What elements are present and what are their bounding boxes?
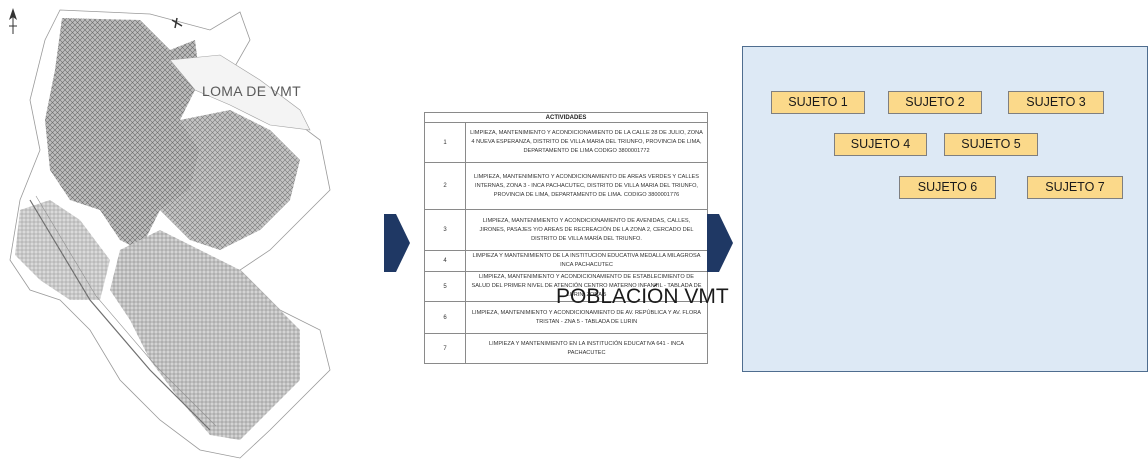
row-text: LIMPIEZA Y MANTENIMIENTO EN LA INSTITUCI… xyxy=(465,333,708,364)
row-text: LIMPIEZA, MANTENIMIENTO Y ACONDICIONAMIE… xyxy=(465,162,708,210)
table-row: 5 LIMPIEZA, MANTENIMIENTO Y ACONDICIONAM… xyxy=(424,271,708,302)
subject-3: SUJETO 3 xyxy=(1008,91,1104,114)
subject-4: SUJETO 4 xyxy=(834,133,927,156)
table-row: 6 LIMPIEZA, MANTENIMIENTO Y ACONDICIONAM… xyxy=(424,301,708,334)
highway xyxy=(29,199,211,431)
subject-1: SUJETO 1 xyxy=(771,91,865,114)
row-text: LIMPIEZA Y MANTENIMIENTO DE LA INSTITUCI… xyxy=(465,250,708,272)
row-number: 2 xyxy=(424,162,466,210)
population-label: POBLACIÓN VMT xyxy=(556,285,729,308)
table-header: ACTIVIDADES xyxy=(424,112,708,123)
urban-area-center xyxy=(160,110,300,250)
subject-5: SUJETO 5 xyxy=(944,133,1038,156)
activities-table: ACTIVIDADES 1 LIMPIEZA, MANTENIMIENTO Y … xyxy=(424,112,708,364)
row-number: 1 xyxy=(424,122,466,163)
loma-outline xyxy=(169,54,311,131)
table-row: 7 LIMPIEZA Y MANTENIMIENTO EN LA INSTITU… xyxy=(424,333,708,364)
map-title: LOMA DE VMT xyxy=(202,83,301,99)
right-arrow-icon xyxy=(384,214,410,272)
urban-area-southwest xyxy=(15,200,110,300)
table-header-row: ACTIVIDADES xyxy=(424,112,708,123)
table-row: 3 LIMPIEZA, MANTENIMIENTO Y ACONDICIONAM… xyxy=(424,209,708,251)
subject-7: SUJETO 7 xyxy=(1027,176,1123,199)
table-row: 4 LIMPIEZA Y MANTENIMIENTO DE LA INSTITU… xyxy=(424,250,708,272)
district-map: LOMA DE VMT xyxy=(0,0,340,461)
subject-6: SUJETO 6 xyxy=(899,176,996,199)
row-text: LIMPIEZA, MANTENIMIENTO Y ACONDICIONAMIE… xyxy=(465,122,708,163)
row-number: 6 xyxy=(424,301,466,334)
row-text: LIMPIEZA, MANTENIMIENTO Y ACONDICIONAMIE… xyxy=(465,209,708,251)
row-text: LIMPIEZA, MANTENIMIENTO Y ACONDICIONAMIE… xyxy=(465,301,708,334)
right-arrow-icon xyxy=(707,214,733,272)
subject-2: SUJETO 2 xyxy=(888,91,982,114)
urban-area-south xyxy=(110,230,300,440)
table-row: 2 LIMPIEZA, MANTENIMIENTO Y ACONDICIONAM… xyxy=(424,162,708,210)
urban-area-north xyxy=(45,18,200,250)
row-number: 5 xyxy=(424,271,466,302)
row-text: LIMPIEZA, MANTENIMIENTO Y ACONDICIONAMIE… xyxy=(465,271,708,302)
row-number: 3 xyxy=(424,209,466,251)
district-map-drawing xyxy=(9,9,331,459)
row-number: 7 xyxy=(424,333,466,364)
table-row: 1 LIMPIEZA, MANTENIMIENTO Y ACONDICIONAM… xyxy=(424,122,708,163)
row-number: 4 xyxy=(424,250,466,272)
